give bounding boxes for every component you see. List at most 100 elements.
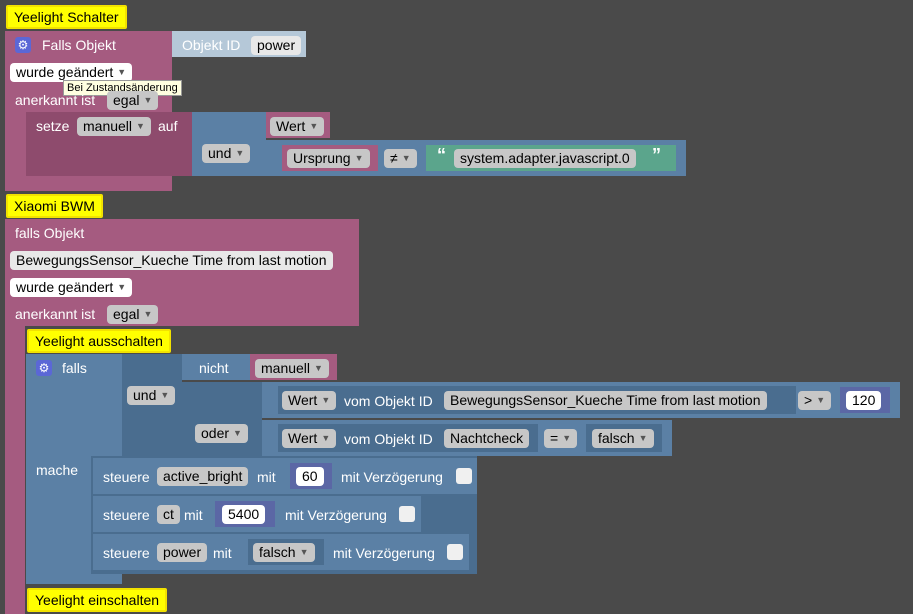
- dropdown-value: oder: [201, 425, 230, 441]
- anerkannt-dropdown[interactable]: egal▼: [107, 91, 159, 110]
- comment-text: Yeelight ausschalten: [35, 333, 163, 349]
- event-block-xiaomi[interactable]: [5, 219, 359, 326]
- chevron-down-icon: ▼: [117, 282, 127, 292]
- number-field[interactable]: 60: [296, 467, 324, 486]
- chevron-down-icon: ▼: [562, 433, 572, 443]
- dropdown-value: falsch: [598, 430, 635, 446]
- falsch-dropdown[interactable]: falsch▼: [592, 429, 654, 448]
- anerkannt-dropdown[interactable]: egal▼: [107, 305, 159, 324]
- chevron-down-icon: ▼: [117, 67, 127, 77]
- wert-dropdown[interactable]: Wert▼: [282, 391, 337, 410]
- dropdown-value: wurde geändert: [16, 64, 114, 80]
- objekt-id-field[interactable]: power: [251, 36, 302, 55]
- mit-label: mit: [184, 507, 203, 523]
- chevron-down-icon: ▼: [638, 433, 648, 443]
- manuell-dropdown[interactable]: manuell▼: [255, 359, 329, 378]
- chevron-down-icon: ▼: [401, 153, 411, 163]
- steuere-target-field[interactable]: active_bright: [157, 467, 249, 486]
- dropdown-value: Wert: [276, 118, 306, 134]
- neq-operator-dropdown[interactable]: ≠▼: [384, 149, 417, 168]
- steuere-target-field[interactable]: ct: [157, 505, 180, 524]
- target-value: active_bright: [163, 468, 243, 484]
- objekt-id-label: Objekt ID: [182, 37, 241, 53]
- verzoegerung-checkbox[interactable]: [447, 544, 463, 560]
- string-value: system.adapter.javascript.0: [460, 150, 630, 166]
- comment-text: Xiaomi BWM: [14, 198, 95, 214]
- comment-xiaomi-bwm[interactable]: Xiaomi BWM: [6, 194, 103, 218]
- steuere-target-field[interactable]: power: [157, 543, 208, 562]
- objekt-value: BewegungsSensor_Kueche Time from last mo…: [16, 252, 327, 268]
- oder-dropdown[interactable]: oder▼: [195, 424, 248, 443]
- chevron-down-icon: ▼: [160, 390, 170, 400]
- verzoegerung-checkbox[interactable]: [456, 468, 472, 484]
- dropdown-value: falsch: [259, 544, 296, 560]
- dropdown-value: und: [208, 145, 232, 161]
- gear-icon[interactable]: ⚙: [36, 360, 52, 376]
- setze-variable-dropdown[interactable]: manuell▼: [77, 117, 151, 136]
- objekt-id-field[interactable]: BewegungsSensor_Kueche Time from last mo…: [444, 391, 767, 410]
- und-dropdown[interactable]: und▼: [202, 144, 251, 163]
- logic-oder-block[interactable]: [182, 382, 262, 458]
- number-field[interactable]: 120: [846, 391, 882, 410]
- ursprung-dropdown[interactable]: Ursprung▼: [287, 149, 370, 168]
- dropdown-value: manuell: [261, 360, 311, 376]
- setze-label: setze: [36, 118, 70, 134]
- chevron-down-icon: ▼: [299, 547, 309, 557]
- dropdown-value: >: [804, 392, 813, 408]
- auf-label: auf: [158, 118, 178, 134]
- number-field[interactable]: 5400: [222, 505, 266, 524]
- wurde-geaendert-dropdown[interactable]: wurde geändert▼: [10, 278, 133, 297]
- open-quote-icon: “: [437, 145, 446, 165]
- mit-label: mit: [257, 469, 276, 485]
- objekt-value: Nachtcheck: [450, 430, 524, 446]
- chevron-down-icon: ▼: [354, 153, 364, 163]
- chevron-down-icon: ▼: [321, 433, 331, 443]
- comment-yeelight-schalter[interactable]: Yeelight Schalter: [6, 5, 127, 29]
- eq-operator-dropdown[interactable]: =▼: [544, 429, 578, 448]
- objekt-id-field[interactable]: Nachtcheck: [444, 429, 530, 448]
- verzoegerung-checkbox[interactable]: [399, 506, 415, 522]
- dropdown-value: =: [550, 430, 559, 446]
- anerkannt-ist-label: anerkannt ist: [15, 306, 96, 322]
- dropdown-value: egal: [113, 92, 140, 108]
- mit-verzoegerung-label: mit Verzögerung: [333, 545, 435, 561]
- falsch-dropdown[interactable]: falsch▼: [253, 543, 315, 562]
- dropdown-value: Ursprung: [293, 150, 351, 166]
- dropdown-value: und: [133, 387, 157, 403]
- wert-dropdown[interactable]: Wert▼: [282, 429, 337, 448]
- und-dropdown[interactable]: und▼: [127, 386, 176, 405]
- dropdown-value: egal: [113, 306, 140, 322]
- objekt-value: BewegungsSensor_Kueche Time from last mo…: [450, 392, 761, 408]
- chevron-down-icon: ▼: [314, 363, 323, 373]
- falls-objekt-label: Falls Objekt: [42, 37, 116, 53]
- string-field[interactable]: system.adapter.javascript.0: [454, 149, 636, 168]
- comment-text: Yeelight einschalten: [35, 592, 160, 608]
- gt-operator-dropdown[interactable]: >▼: [798, 391, 832, 410]
- wurde-geaendert-dropdown[interactable]: wurde geändert▼: [10, 63, 133, 82]
- mit-verzoegerung-label: mit Verzögerung: [285, 507, 387, 523]
- dropdown-value: Wert: [288, 430, 318, 446]
- chevron-down-icon: ▼: [816, 395, 826, 405]
- comment-text: Yeelight Schalter: [14, 9, 119, 25]
- gear-icon[interactable]: ⚙: [15, 37, 31, 53]
- steuere-label: steuere: [103, 545, 150, 561]
- objekt-field[interactable]: BewegungsSensor_Kueche Time from last mo…: [10, 251, 333, 270]
- mit-verzoegerung-label: mit Verzögerung: [341, 469, 443, 485]
- objekt-id-value: power: [257, 37, 296, 53]
- target-value: power: [163, 544, 202, 560]
- mache-label: mache: [36, 462, 79, 478]
- target-value: ct: [163, 506, 174, 522]
- nicht-block[interactable]: [182, 354, 254, 380]
- comment-yeelight-ausschalten[interactable]: Yeelight ausschalten: [27, 329, 171, 353]
- comment-yeelight-einschalten[interactable]: Yeelight einschalten: [27, 588, 168, 612]
- logic-und-block[interactable]: [122, 354, 182, 458]
- dropdown-value: Wert: [288, 392, 318, 408]
- chevron-down-icon: ▼: [233, 428, 242, 438]
- wert-dropdown[interactable]: Wert▼: [270, 117, 325, 136]
- chevron-down-icon: ▼: [309, 121, 319, 131]
- close-quote-icon: ”: [652, 145, 661, 165]
- dropdown-value: ≠: [390, 150, 398, 166]
- chevron-down-icon: ▼: [136, 121, 145, 131]
- falls-objekt-label: falls Objekt: [15, 225, 85, 241]
- dropdown-value: wurde geändert: [16, 279, 114, 295]
